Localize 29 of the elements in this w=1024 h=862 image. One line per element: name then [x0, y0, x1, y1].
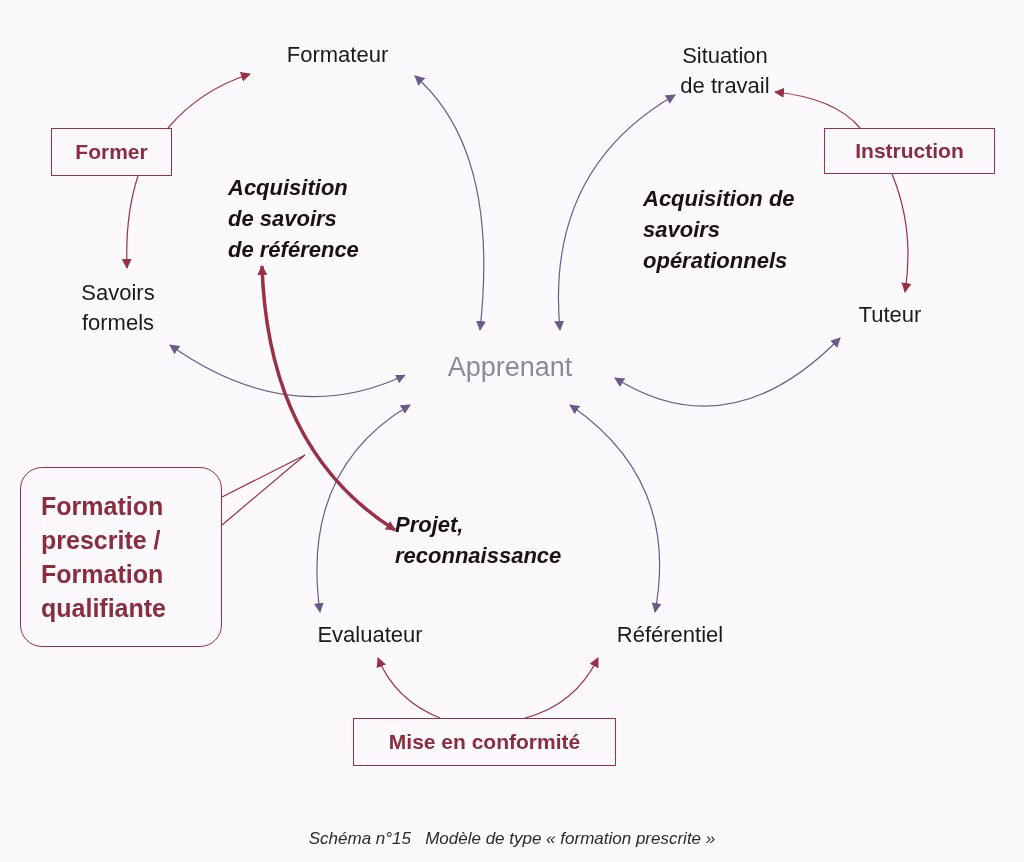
curved-arrow — [167, 72, 251, 129]
curved-arrow — [314, 404, 411, 613]
role-label: Formateur — [286, 41, 389, 69]
curved-arrow — [569, 404, 662, 613]
action-box: Former — [51, 128, 172, 176]
action-box: Instruction — [824, 128, 995, 174]
curved-arrow — [774, 88, 861, 129]
callout-bubble: Formation prescrite / Formation qualifiante — [20, 467, 222, 647]
curved-arrow — [414, 75, 486, 331]
callout-tail — [221, 454, 306, 526]
curved-arrow — [614, 337, 841, 407]
curved-arrow — [377, 657, 441, 719]
role-label: Savoirs formels — [80, 279, 156, 337]
caption: Schéma n°15 Modèle de type « formation prescrite » — [307, 828, 717, 850]
role-label: Tuteur — [858, 301, 922, 329]
curved-arrow — [169, 344, 406, 398]
curved-arrow — [257, 265, 396, 532]
theme-label: Projet, reconnaissance — [395, 511, 563, 570]
curved-arrow — [554, 94, 676, 331]
curved-arrow — [121, 175, 139, 269]
central-label: Apprenant — [447, 351, 573, 385]
curved-arrow — [524, 657, 599, 719]
role-label: Situation de travail — [679, 42, 771, 100]
theme-label: Acquisition de savoirs opérationnels — [643, 184, 796, 275]
action-box: Mise en conformité — [353, 718, 616, 766]
role-label: Référentiel — [616, 621, 724, 649]
theme-label: Acquisition de savoirs de référence — [228, 173, 360, 264]
curved-arrow — [891, 173, 912, 293]
role-label: Evaluateur — [317, 621, 423, 649]
